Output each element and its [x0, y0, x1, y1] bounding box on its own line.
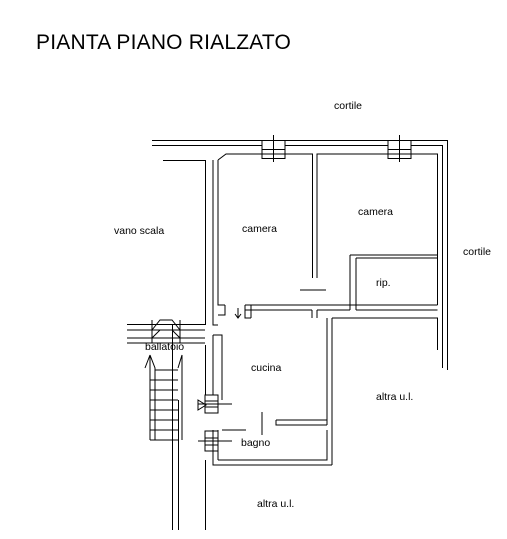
corridor-top	[245, 304, 438, 311]
label-camera-right: camera	[358, 206, 394, 218]
label-altra-ul-right: altra u.l.	[376, 391, 414, 403]
corridor-studs	[244, 302, 357, 319]
door-symbol-triangle	[197, 399, 207, 411]
window-right	[387, 135, 412, 162]
external-stair	[144, 354, 183, 441]
apartment-west-inner	[212, 160, 218, 326]
ballatoio-stair-post	[151, 320, 181, 343]
label-camera-left: camera	[242, 223, 278, 235]
label-bagno: bagno	[241, 437, 271, 449]
label-altra-ul-bottom: altra u.l.	[257, 498, 295, 510]
outer-wall-top	[152, 140, 448, 370]
label-cortile-top: cortile	[334, 100, 363, 112]
stair-well-wall	[163, 160, 206, 325]
label-vano-scala: vano scala	[114, 225, 165, 237]
ballatoio-stair-top2	[151, 329, 181, 339]
label-cucina: cucina	[251, 362, 282, 374]
entrance-arrow	[234, 308, 242, 319]
label-ballatoio: ballatoio	[145, 341, 185, 353]
kitchen-east-wall	[326, 318, 333, 465]
bathroom-walls	[275, 419, 327, 426]
page-title: PIANTA PIANO RIALZATO	[36, 31, 292, 54]
ripostiglio-wall	[349, 254, 438, 302]
label-ripostiglio: rip.	[376, 277, 391, 289]
camera-left-wall	[217, 153, 438, 305]
ballatoio-stair-top	[151, 319, 181, 331]
window-left	[261, 135, 286, 162]
door-west-lower	[198, 430, 232, 452]
door-west-upper	[198, 394, 232, 414]
label-cortile-right: cortile	[463, 246, 492, 258]
corridor-right	[332, 317, 443, 350]
outer-wall-top-inner	[152, 145, 443, 368]
bathroom-lower	[212, 430, 332, 466]
apartment-west-wall	[217, 160, 226, 316]
